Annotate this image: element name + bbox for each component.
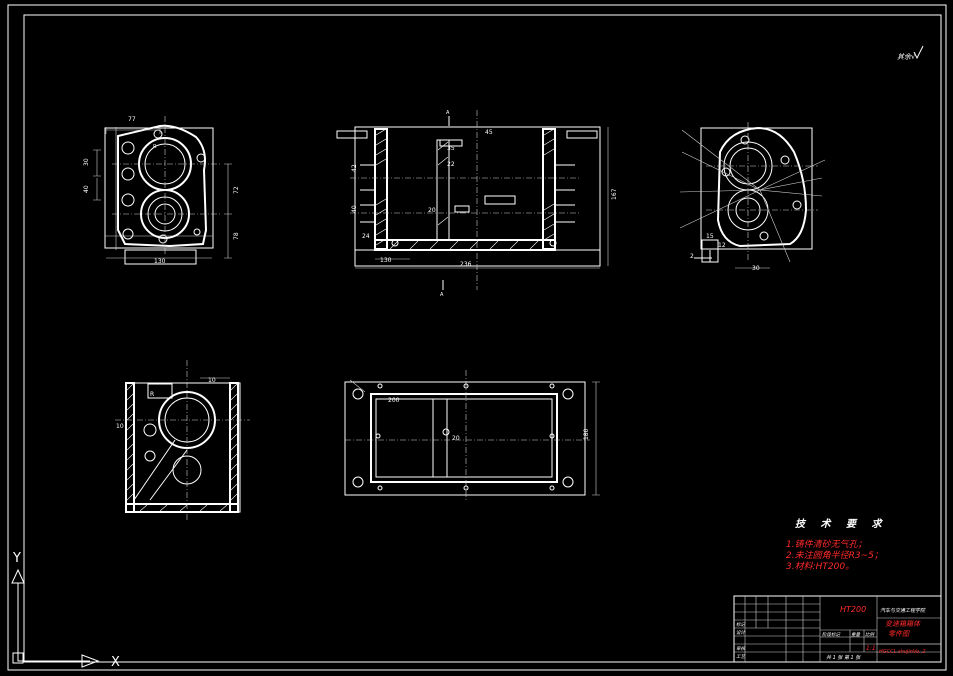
dim-side-2: R	[150, 391, 154, 398]
tech-requirements: 技 术 要 求 1.铸件清砂无气孔； 2.未注圆角半径R3~5； 3.材料:HT…	[786, 518, 887, 572]
dim-front-left2: 40	[83, 185, 90, 193]
title-block: HT200 汽车与交通工程学院 变速箱箱体 零件图 HGCCL.shuJinVo…	[733, 595, 942, 663]
dim-side-3: 10	[116, 423, 124, 430]
dim-sec-7: 130	[380, 257, 392, 264]
dim-sec-9: 167	[611, 188, 618, 200]
dim-sec-10: 45	[485, 129, 493, 136]
tb-label-weight: 重量	[851, 632, 860, 638]
rear-view: 30 15 12 2	[679, 122, 826, 272]
dim-front-right1: 72	[233, 186, 240, 194]
roughness-mark: 其余√	[897, 45, 924, 61]
outer-border	[7, 4, 947, 671]
dim-rear-2: 15	[706, 233, 714, 240]
ucs-icon: Y X	[11, 551, 120, 670]
tb-school: 汽车与交通工程学院	[880, 607, 926, 614]
ucs-y-label: Y	[12, 551, 21, 566]
top-view: 180 200 20	[344, 370, 600, 500]
section-mark-top: A	[446, 110, 450, 116]
dim-sec-5: 20	[428, 207, 436, 214]
dim-front-radius: R	[153, 144, 157, 150]
dim-side-1: 10	[208, 377, 216, 384]
tech-req-1: 1.铸件清砂无气孔；	[786, 539, 867, 550]
tb-part-name-1: 变速箱箱体	[885, 620, 921, 628]
tb-label-stage: 阶段标记	[822, 632, 840, 638]
tb-scale: 1:1	[866, 645, 876, 652]
dim-front-top: 77	[128, 116, 136, 123]
dim-sec-4: 40	[351, 205, 358, 213]
dim-rear-1: 30	[752, 265, 760, 272]
roughness-text: 其余√	[897, 53, 916, 61]
tb-label-design: 设计	[736, 630, 745, 636]
dim-rear-4: 2	[690, 253, 694, 260]
tech-req-title: 技 术 要 求	[795, 518, 887, 530]
ucs-x-label: X	[111, 655, 120, 670]
dim-sec-3: 42	[351, 164, 358, 172]
tech-req-2: 2.未注圆角半径R3~5；	[786, 550, 883, 561]
dim-sec-8: 236	[460, 261, 472, 268]
tb-drawing-no: HGCCL.shuJinVo..2	[879, 649, 926, 655]
dim-top-1: 180	[583, 428, 590, 440]
side-section: 10 R 10	[115, 360, 250, 520]
dim-top-2: 200	[388, 397, 400, 404]
inner-border	[23, 14, 942, 663]
dim-sec-2: 22	[447, 161, 455, 168]
dim-sec-6: 24	[362, 233, 370, 240]
tb-part-name-2: 零件图	[888, 630, 910, 638]
dim-front-left1: 30	[83, 158, 90, 166]
tb-label-review: 审核	[736, 646, 746, 652]
dim-sec-1: 35	[447, 145, 455, 152]
tech-req-3: 3.材料:HT200。	[786, 561, 854, 572]
tb-material: HT200	[840, 605, 866, 614]
section-mark-bottom: A	[440, 292, 444, 298]
tb-label-mark: 标记	[736, 622, 745, 628]
dim-rear-3: 12	[718, 242, 726, 249]
front-view: 77 30 40 72 78 130 R	[83, 116, 240, 265]
dim-top-3: 20	[452, 435, 460, 442]
dim-front-right2: 78	[233, 232, 240, 240]
tb-label-scale: 比例	[865, 632, 875, 638]
dim-front-bottom: 130	[154, 258, 166, 265]
tb-sheet-info: 共 1 张 第 1 张	[826, 654, 861, 661]
section-view: A A 35 22 42 40 20 24 130 236 167 45	[336, 110, 618, 298]
tb-label-process: 工艺	[736, 654, 746, 660]
